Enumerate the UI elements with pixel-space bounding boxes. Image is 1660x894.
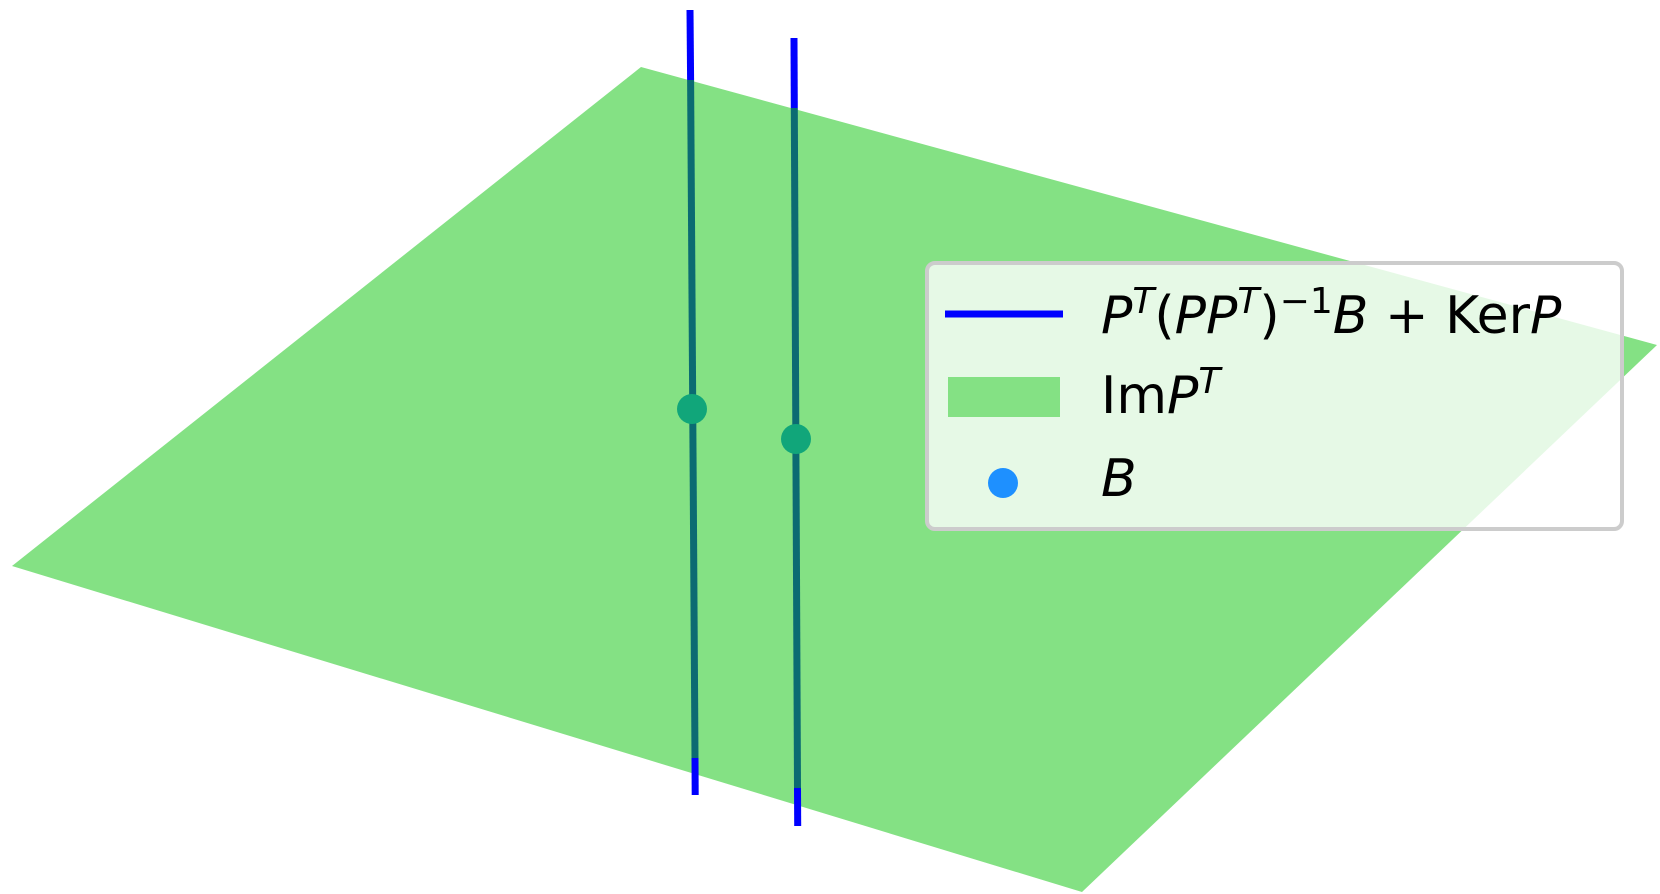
legend-point-swatch — [988, 468, 1018, 498]
legend-label-line-part-9: P — [1530, 286, 1562, 346]
legend: PT(PPT)−1B + KerP ImPT B — [925, 261, 1624, 531]
legend-label-line: PT(PPT)−1B + KerP — [1101, 281, 1562, 346]
legend-label-line-part-0: P — [1101, 286, 1133, 346]
intersection-point-2 — [781, 424, 811, 454]
legend-label-plane: ImPT — [1101, 361, 1223, 426]
line-1-above-plane — [686, 9, 695, 81]
legend-label-line-part-1: T — [1132, 281, 1157, 322]
legend-label-plane-part-1: P — [1167, 366, 1199, 426]
legend-label-plane-part-0: Im — [1101, 366, 1167, 426]
legend-label-line-part-7: B — [1333, 286, 1369, 346]
legend-label-line-part-5: ) — [1259, 286, 1279, 346]
intersection-point-1 — [677, 394, 707, 424]
legend-frame — [925, 261, 1624, 531]
legend-label-line-part-8: + Ker — [1368, 286, 1530, 346]
legend-label-line-part-3: PP — [1175, 286, 1238, 346]
legend-label-point: B — [1101, 449, 1137, 509]
legend-label-plane-part-2: T — [1198, 361, 1223, 402]
legend-label-point-part-0: B — [1101, 449, 1137, 509]
legend-label-line-part-2: ( — [1154, 286, 1174, 346]
legend-label-line-part-4: T — [1237, 281, 1262, 322]
legend-label-line-part-6: −1 — [1280, 281, 1333, 322]
legend-plane-swatch — [948, 377, 1060, 417]
